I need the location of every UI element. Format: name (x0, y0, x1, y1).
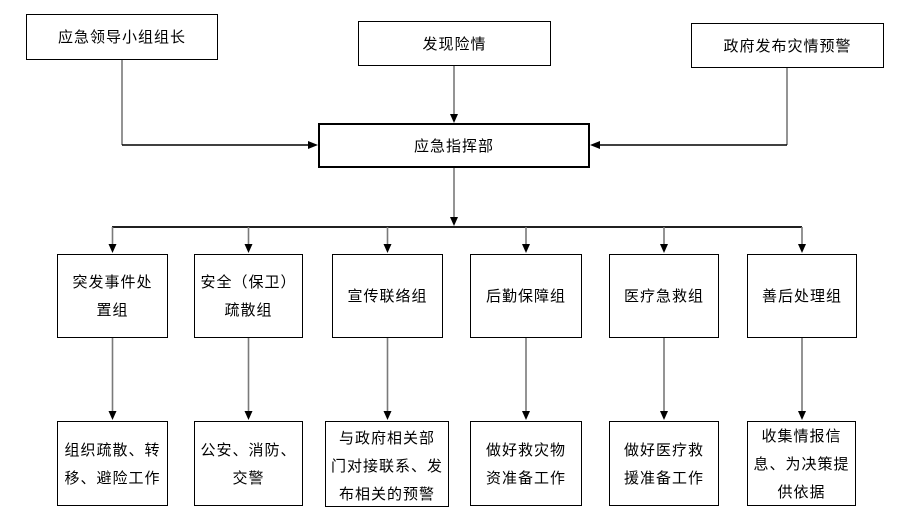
node-group-logistics: 后勤保障组 (470, 254, 582, 338)
arrows-bus-to-groups (108, 227, 806, 253)
node-label-line: 移、避险工作 (64, 468, 161, 487)
node-label: 政府发布灾情预警 (723, 36, 852, 55)
node-task-medical: 做好医疗救 援准备工作 (609, 421, 719, 506)
arrow-leader-to-hq (121, 60, 318, 149)
arrow-gov-to-hq (590, 68, 788, 149)
node-label: 发现险情 (422, 34, 487, 53)
node-label-line: 息、为决策提 (753, 454, 850, 473)
node-label-line: 安全（保卫） (200, 273, 297, 291)
node-task-publicity: 与政府相关部 门对接联系、发 布相关的预警 …… (325, 421, 449, 507)
node-label: 善后处理组 (761, 287, 842, 305)
node-label-line: 疏散组 (224, 301, 273, 319)
node-group-security: 安全（保卫） 疏散组 (194, 254, 303, 338)
node-label: 宣传联络组 (347, 287, 428, 305)
node-task-logistics: 做好救灾物 资准备工作 (470, 421, 582, 506)
node-label: 医疗急救组 (623, 287, 704, 305)
node-label-line: 做好医疗救 (623, 440, 704, 459)
node-task-aftermath: 收集情报信 息、为决策提 供依据 (747, 421, 856, 506)
node-task-incident: 组织疏散、转 移、避险工作 (57, 421, 168, 506)
arrow-found-to-hq (450, 66, 458, 123)
node-label-line: 公安、消防、 (200, 440, 297, 459)
node-task-security: 公安、消防、 交警 (194, 421, 303, 506)
node-emergency-leader: 应急领导小组组长 (26, 14, 218, 60)
arrow-hq-to-bus (450, 168, 458, 226)
node-label-line: 做好救灾物 (485, 440, 566, 459)
node-label-line: 交警 (232, 468, 265, 487)
node-label-line: 收集情报信 (761, 426, 842, 445)
node-label-line: 与政府相关部 (338, 429, 435, 447)
node-group-incident: 突发事件处 置组 (57, 254, 168, 338)
node-label-line: 布相关的预警 (338, 485, 435, 503)
node-label-line: 置组 (96, 301, 129, 319)
node-group-aftermath: 善后处理组 (747, 254, 857, 338)
node-gov-warning: 政府发布灾情预警 (691, 23, 884, 68)
node-group-publicity: 宣传联络组 (332, 254, 443, 338)
node-label-line: 供依据 (777, 482, 826, 501)
arrows-groups-to-tasks (108, 338, 806, 420)
node-command-hq: 应急指挥部 (318, 123, 590, 168)
node-label: 应急领导小组组长 (57, 28, 186, 46)
node-label-line: 援准备工作 (623, 468, 704, 487)
node-danger-found: 发现险情 (358, 21, 551, 66)
node-label-line: 组织疏散、转 (64, 440, 161, 459)
node-label-line: 资准备工作 (485, 468, 566, 487)
node-label: 后勤保障组 (485, 287, 566, 305)
node-label-line: 突发事件处 (72, 273, 153, 291)
node-label: 应急指挥部 (413, 136, 494, 155)
node-label-line: 门对接联系、发 (330, 457, 443, 475)
node-group-medical: 医疗急救组 (609, 254, 719, 338)
